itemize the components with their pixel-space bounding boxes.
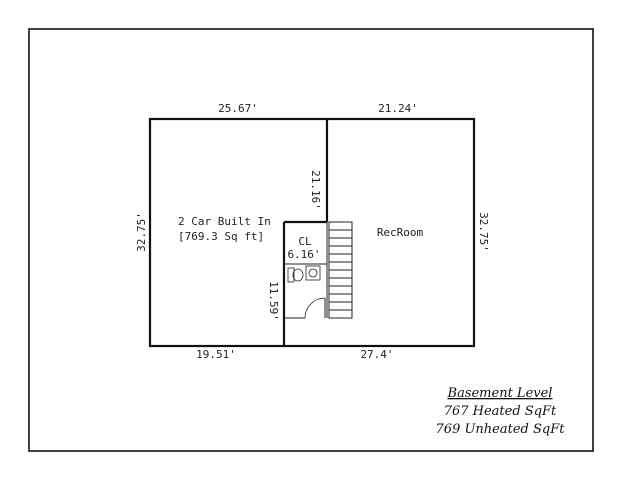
dim-left: 32.75' — [135, 212, 148, 252]
dim-top-right: 21.24' — [378, 102, 418, 115]
toilet-tank — [287, 267, 295, 283]
legend-title: Basement Level — [447, 386, 553, 401]
exterior-walls — [148, 117, 476, 348]
closet-dim: 6.16' — [287, 248, 320, 261]
garage-label: 2 Car Built In — [178, 215, 271, 228]
dim-bottom-left: 19.51' — [196, 348, 236, 361]
closet-label: CL — [298, 235, 312, 248]
stairs — [328, 221, 353, 319]
dim-interior-wall: 21.16' — [309, 170, 322, 210]
rec-room-label: RecRoom — [377, 226, 424, 239]
dim-bottom-right: 27.4' — [360, 348, 393, 361]
page-border — [28, 28, 594, 452]
sink-basin — [308, 268, 318, 278]
dim-top-left: 25.67' — [218, 102, 258, 115]
legend-unheated: 769 Unheated SqFt — [436, 422, 566, 437]
legend-heated: 767 Heated SqFt — [444, 404, 557, 419]
dim-lower-wall: 11.59' — [267, 281, 280, 321]
sink — [305, 265, 321, 281]
toilet-bowl — [292, 268, 304, 282]
garage-area: [769.3 Sq ft] — [178, 230, 264, 243]
door-swing — [304, 297, 326, 319]
dim-right: 32.75' — [477, 212, 490, 252]
